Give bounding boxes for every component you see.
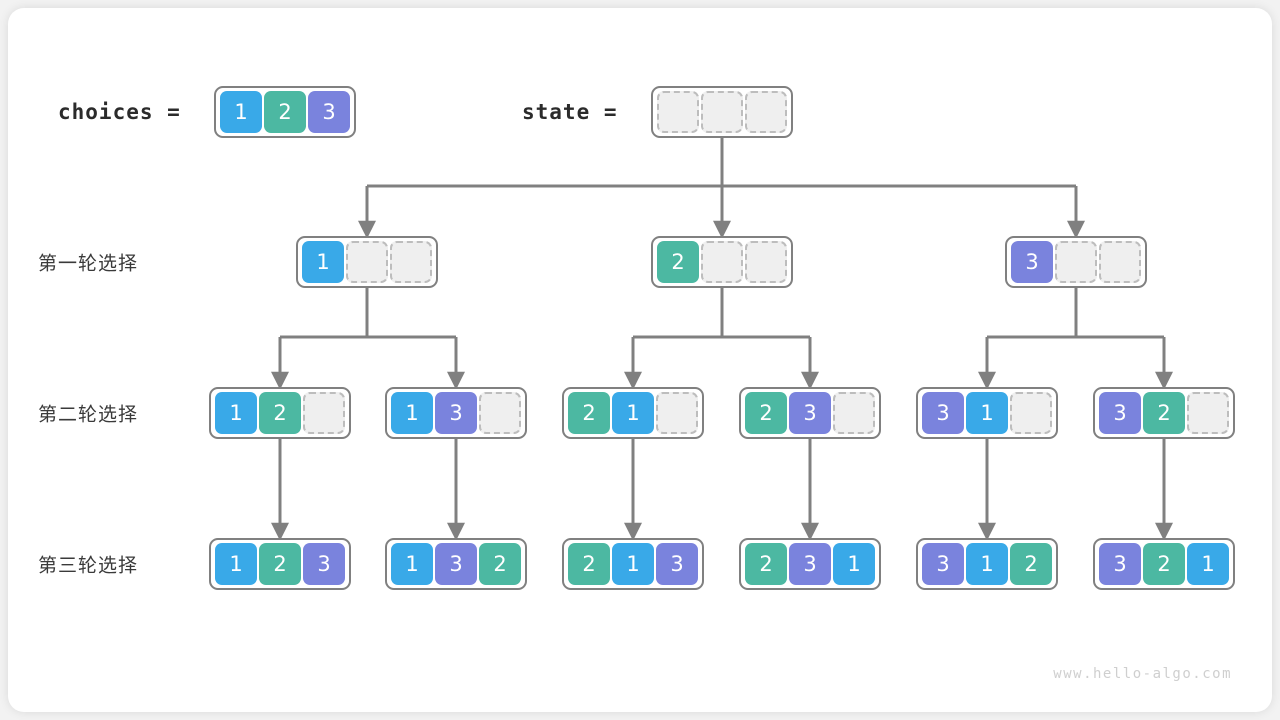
array-cell-value: 1	[391, 392, 433, 434]
array-cell-empty	[479, 392, 521, 434]
array-cell-empty	[1055, 241, 1097, 283]
array-cell-value: 3	[789, 543, 831, 585]
array-cell-value: 2	[745, 543, 787, 585]
array-cell-value: 2	[745, 392, 787, 434]
array-cell-empty	[833, 392, 875, 434]
array-cell-value: 3	[308, 91, 350, 133]
round-1-array-box-3: 3	[1005, 236, 1147, 288]
array-cell-value: 2	[259, 392, 301, 434]
array-cell-value: 1	[612, 543, 654, 585]
array-cell-value: 1	[215, 392, 257, 434]
row-label-round-1: 第一轮选择	[38, 252, 139, 275]
array-cell-value: 2	[264, 91, 306, 133]
array-cell-value: 3	[435, 392, 477, 434]
watermark: www.hello-algo.com	[1053, 666, 1232, 682]
row-label-round-2: 第二轮选择	[38, 403, 139, 426]
choices-label: choices =	[58, 100, 181, 124]
array-cell-value: 2	[568, 392, 610, 434]
array-cell-value: 1	[215, 543, 257, 585]
array-cell-value: 3	[1011, 241, 1053, 283]
array-cell-value: 3	[922, 543, 964, 585]
array-cell-empty	[1010, 392, 1052, 434]
state-array-box	[651, 86, 793, 138]
array-cell-value: 3	[435, 543, 477, 585]
row-label-round-3: 第三轮选择	[38, 554, 139, 577]
array-cell-value: 2	[259, 543, 301, 585]
array-cell-value: 1	[1187, 543, 1229, 585]
array-cell-value: 3	[656, 543, 698, 585]
array-cell-value: 1	[612, 392, 654, 434]
round-1-array-box-1: 1	[296, 236, 438, 288]
array-cell-value: 2	[1010, 543, 1052, 585]
array-cell-value: 1	[833, 543, 875, 585]
array-cell-empty	[1099, 241, 1141, 283]
array-cell-value: 3	[922, 392, 964, 434]
array-cell-value: 1	[391, 543, 433, 585]
array-cell-empty	[701, 91, 743, 133]
array-cell-empty	[745, 241, 787, 283]
array-cell-value: 1	[220, 91, 262, 133]
array-cell-empty	[657, 91, 699, 133]
array-cell-value: 3	[789, 392, 831, 434]
round-1-array-box-2: 2	[651, 236, 793, 288]
array-cell-empty	[346, 241, 388, 283]
array-cell-value: 1	[966, 543, 1008, 585]
array-cell-empty	[745, 91, 787, 133]
array-cell-value: 2	[568, 543, 610, 585]
array-cell-empty	[656, 392, 698, 434]
array-cell-value: 1	[966, 392, 1008, 434]
array-cell-value: 2	[1143, 543, 1185, 585]
state-label: state =	[522, 100, 618, 124]
array-cell-empty	[1187, 392, 1229, 434]
array-cell-value: 1	[302, 241, 344, 283]
array-cell-value: 3	[1099, 392, 1141, 434]
array-cell-value: 2	[1143, 392, 1185, 434]
array-cell-value: 2	[479, 543, 521, 585]
array-cell-value: 2	[657, 241, 699, 283]
array-cell-empty	[303, 392, 345, 434]
array-cell-value: 3	[303, 543, 345, 585]
array-cell-value: 3	[1099, 543, 1141, 585]
array-cell-empty	[390, 241, 432, 283]
array-cell-empty	[701, 241, 743, 283]
